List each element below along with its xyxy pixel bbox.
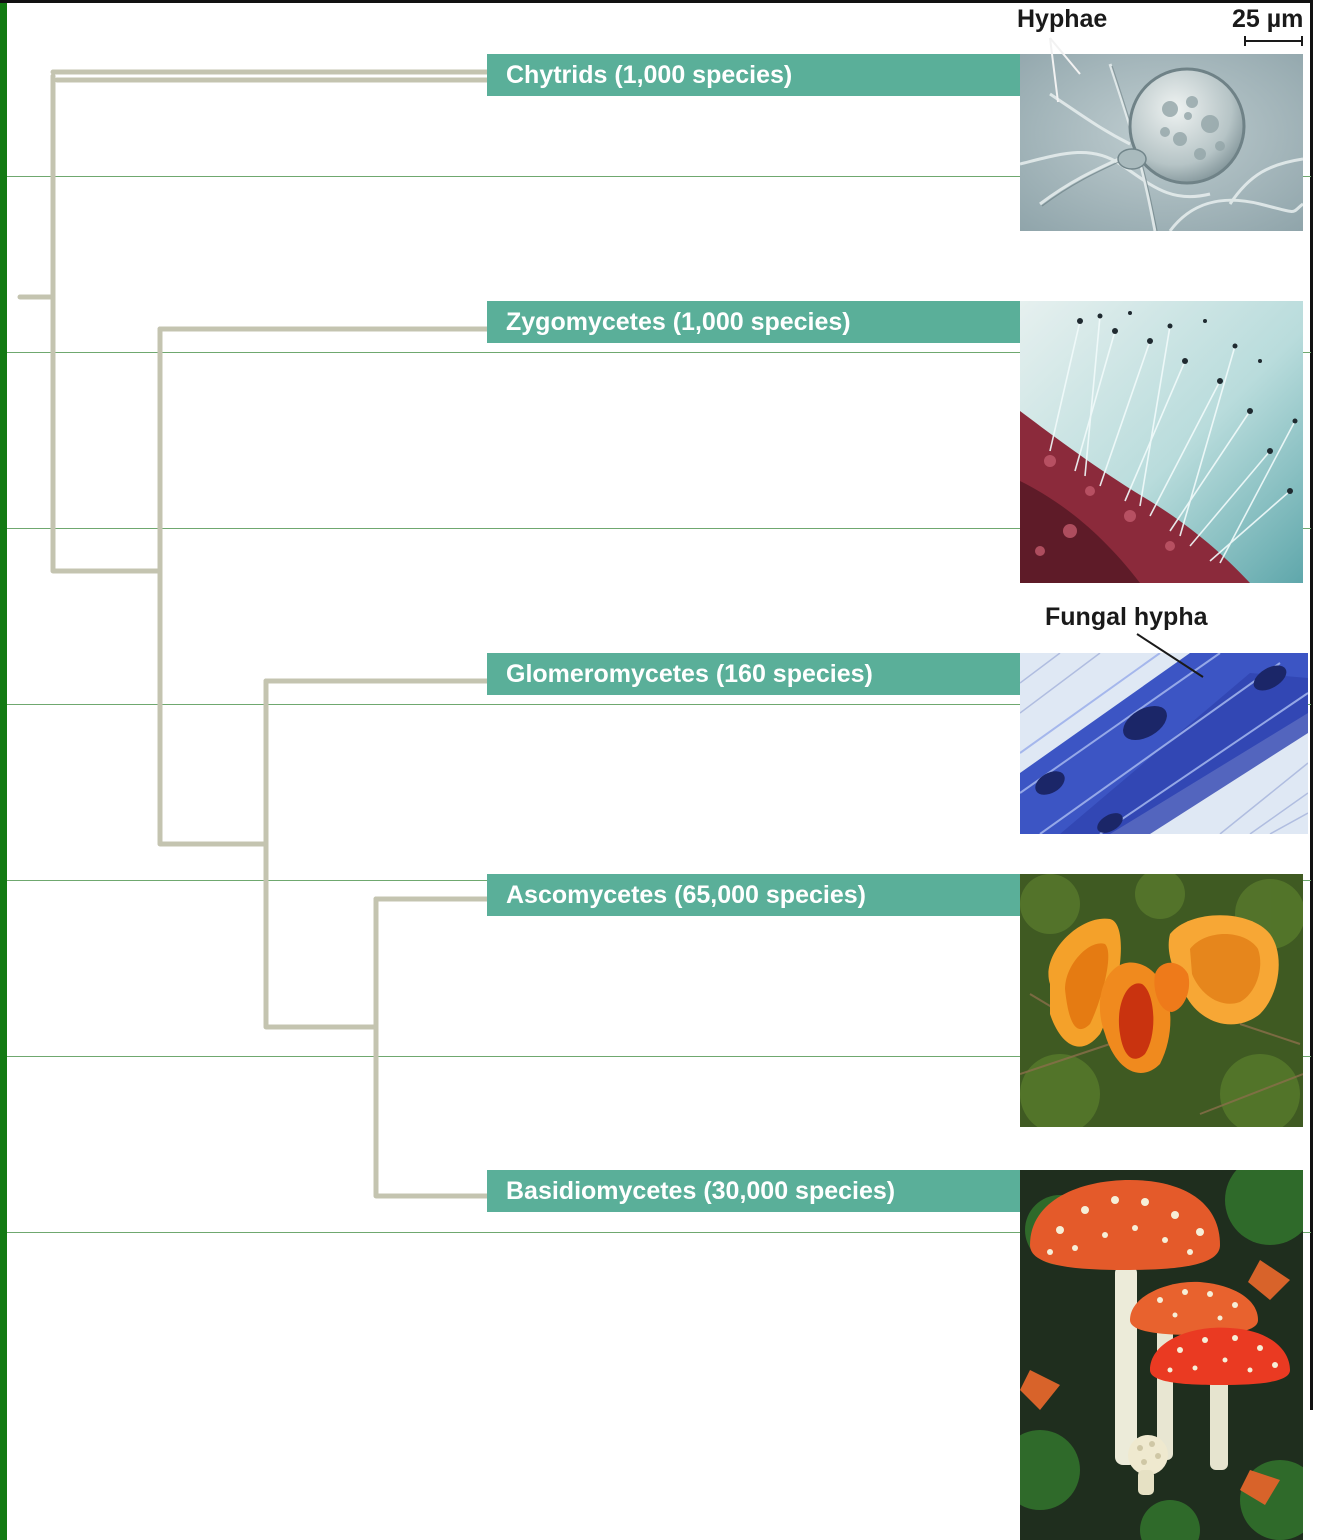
glomeromycete-root-cells (1020, 653, 1308, 834)
label-bar-basidiomycetes: Basidiomycetes (30,000 species) (487, 1170, 1020, 1212)
label-bar-chytrids: Chytrids (1,000 species) (487, 54, 1020, 96)
fungal-hypha-label: Fungal hypha (1045, 603, 1208, 632)
basal-split-branch (53, 76, 160, 571)
hyphae-label: Hyphae (1017, 5, 1107, 34)
dikarya-split-branch (376, 899, 487, 1196)
scale-bar-label: 25 µm (1232, 5, 1303, 34)
label-bar-zygomycetes: Zygomycetes (1,000 species) (487, 301, 1020, 343)
zygomycete-mold (1020, 301, 1303, 583)
label-bar-glomeromycetes: Glomeromycetes (160 species) (487, 653, 1020, 695)
glomeromycete-split-branch (266, 681, 376, 1027)
zygomycete-split-branch (160, 329, 266, 844)
basidiomycete-mushrooms (1020, 1170, 1303, 1540)
label-bar-ascomycetes: Ascomycetes (65,000 species) (487, 874, 1020, 916)
chytrid-micrograph (1020, 54, 1303, 231)
ascomycete-cup-fungi (1020, 874, 1303, 1127)
